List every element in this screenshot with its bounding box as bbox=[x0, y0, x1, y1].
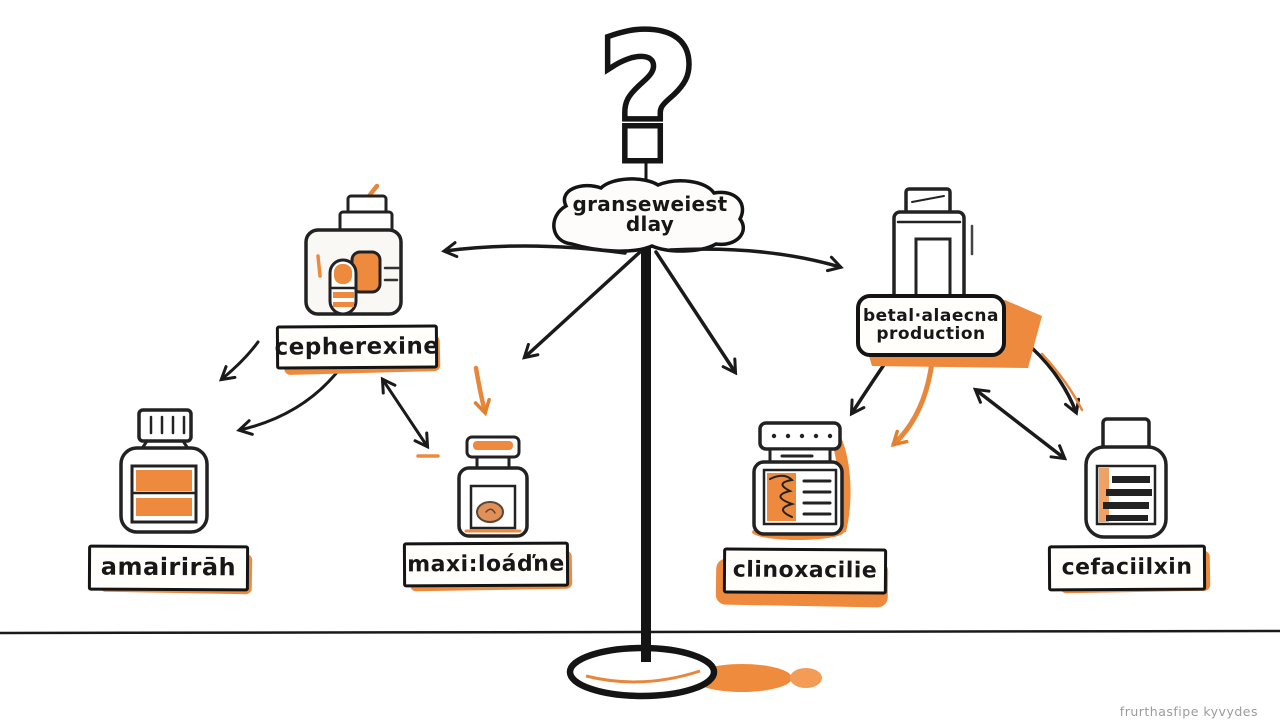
cepherexine-bottle-icon bbox=[304, 194, 403, 316]
floor-line bbox=[0, 629, 1280, 635]
label-clinoxacilie: clinoxacilie bbox=[722, 547, 888, 595]
betal-label-line-2: production bbox=[876, 323, 986, 344]
question-mark: ? bbox=[599, 1, 698, 199]
amairirah-bottle-icon bbox=[119, 408, 209, 534]
orange-arrow-companion bbox=[1040, 352, 1084, 412]
orange-arrow-betal bbox=[890, 359, 935, 448]
orange-arrow-maxiloadne bbox=[473, 365, 491, 417]
left-cluster-arrows bbox=[218, 340, 430, 450]
arrow-to-betal bbox=[668, 247, 844, 273]
clinoxacilie-bottle-icon bbox=[752, 421, 851, 540]
cloud-line-2: dlay bbox=[625, 212, 675, 236]
betal-label-line-1: betal·alaecna bbox=[862, 305, 1000, 326]
arrow-small-left bbox=[218, 340, 260, 382]
cloud-line-1: granseweiest bbox=[572, 192, 728, 216]
signpost-pole bbox=[566, 158, 718, 700]
label-amairirah: amairirāh bbox=[87, 544, 250, 592]
arrow-double-right bbox=[972, 387, 1068, 461]
decision-cloud: granseweiest dlay bbox=[557, 194, 743, 234]
watermark-text: frurthasfipe kyvydes bbox=[1119, 704, 1258, 719]
cefacilixin-bottle-icon bbox=[1084, 417, 1168, 539]
betal-jar-icon bbox=[892, 187, 974, 320]
label-betal-alaecna: betal·alaecna production bbox=[856, 294, 1006, 357]
label-cefacilixin: cefaciilxin bbox=[1047, 544, 1207, 592]
arrow-to-cepherexine bbox=[441, 241, 627, 259]
decision-cloud-shape bbox=[552, 177, 746, 253]
radiating-arrows bbox=[441, 241, 844, 376]
maxiloadne-vial-icon bbox=[457, 435, 529, 538]
arrow-betal-down-right bbox=[1030, 346, 1081, 416]
label-cepherexine: cepherexine bbox=[275, 324, 439, 370]
arrow-down-right bbox=[654, 250, 738, 376]
label-maxiloadne: maxi:loáďne bbox=[402, 541, 570, 588]
arrow-label-to-amairirah bbox=[236, 364, 344, 436]
arrow-down-left bbox=[522, 250, 642, 360]
arrow-double-left bbox=[380, 376, 430, 450]
